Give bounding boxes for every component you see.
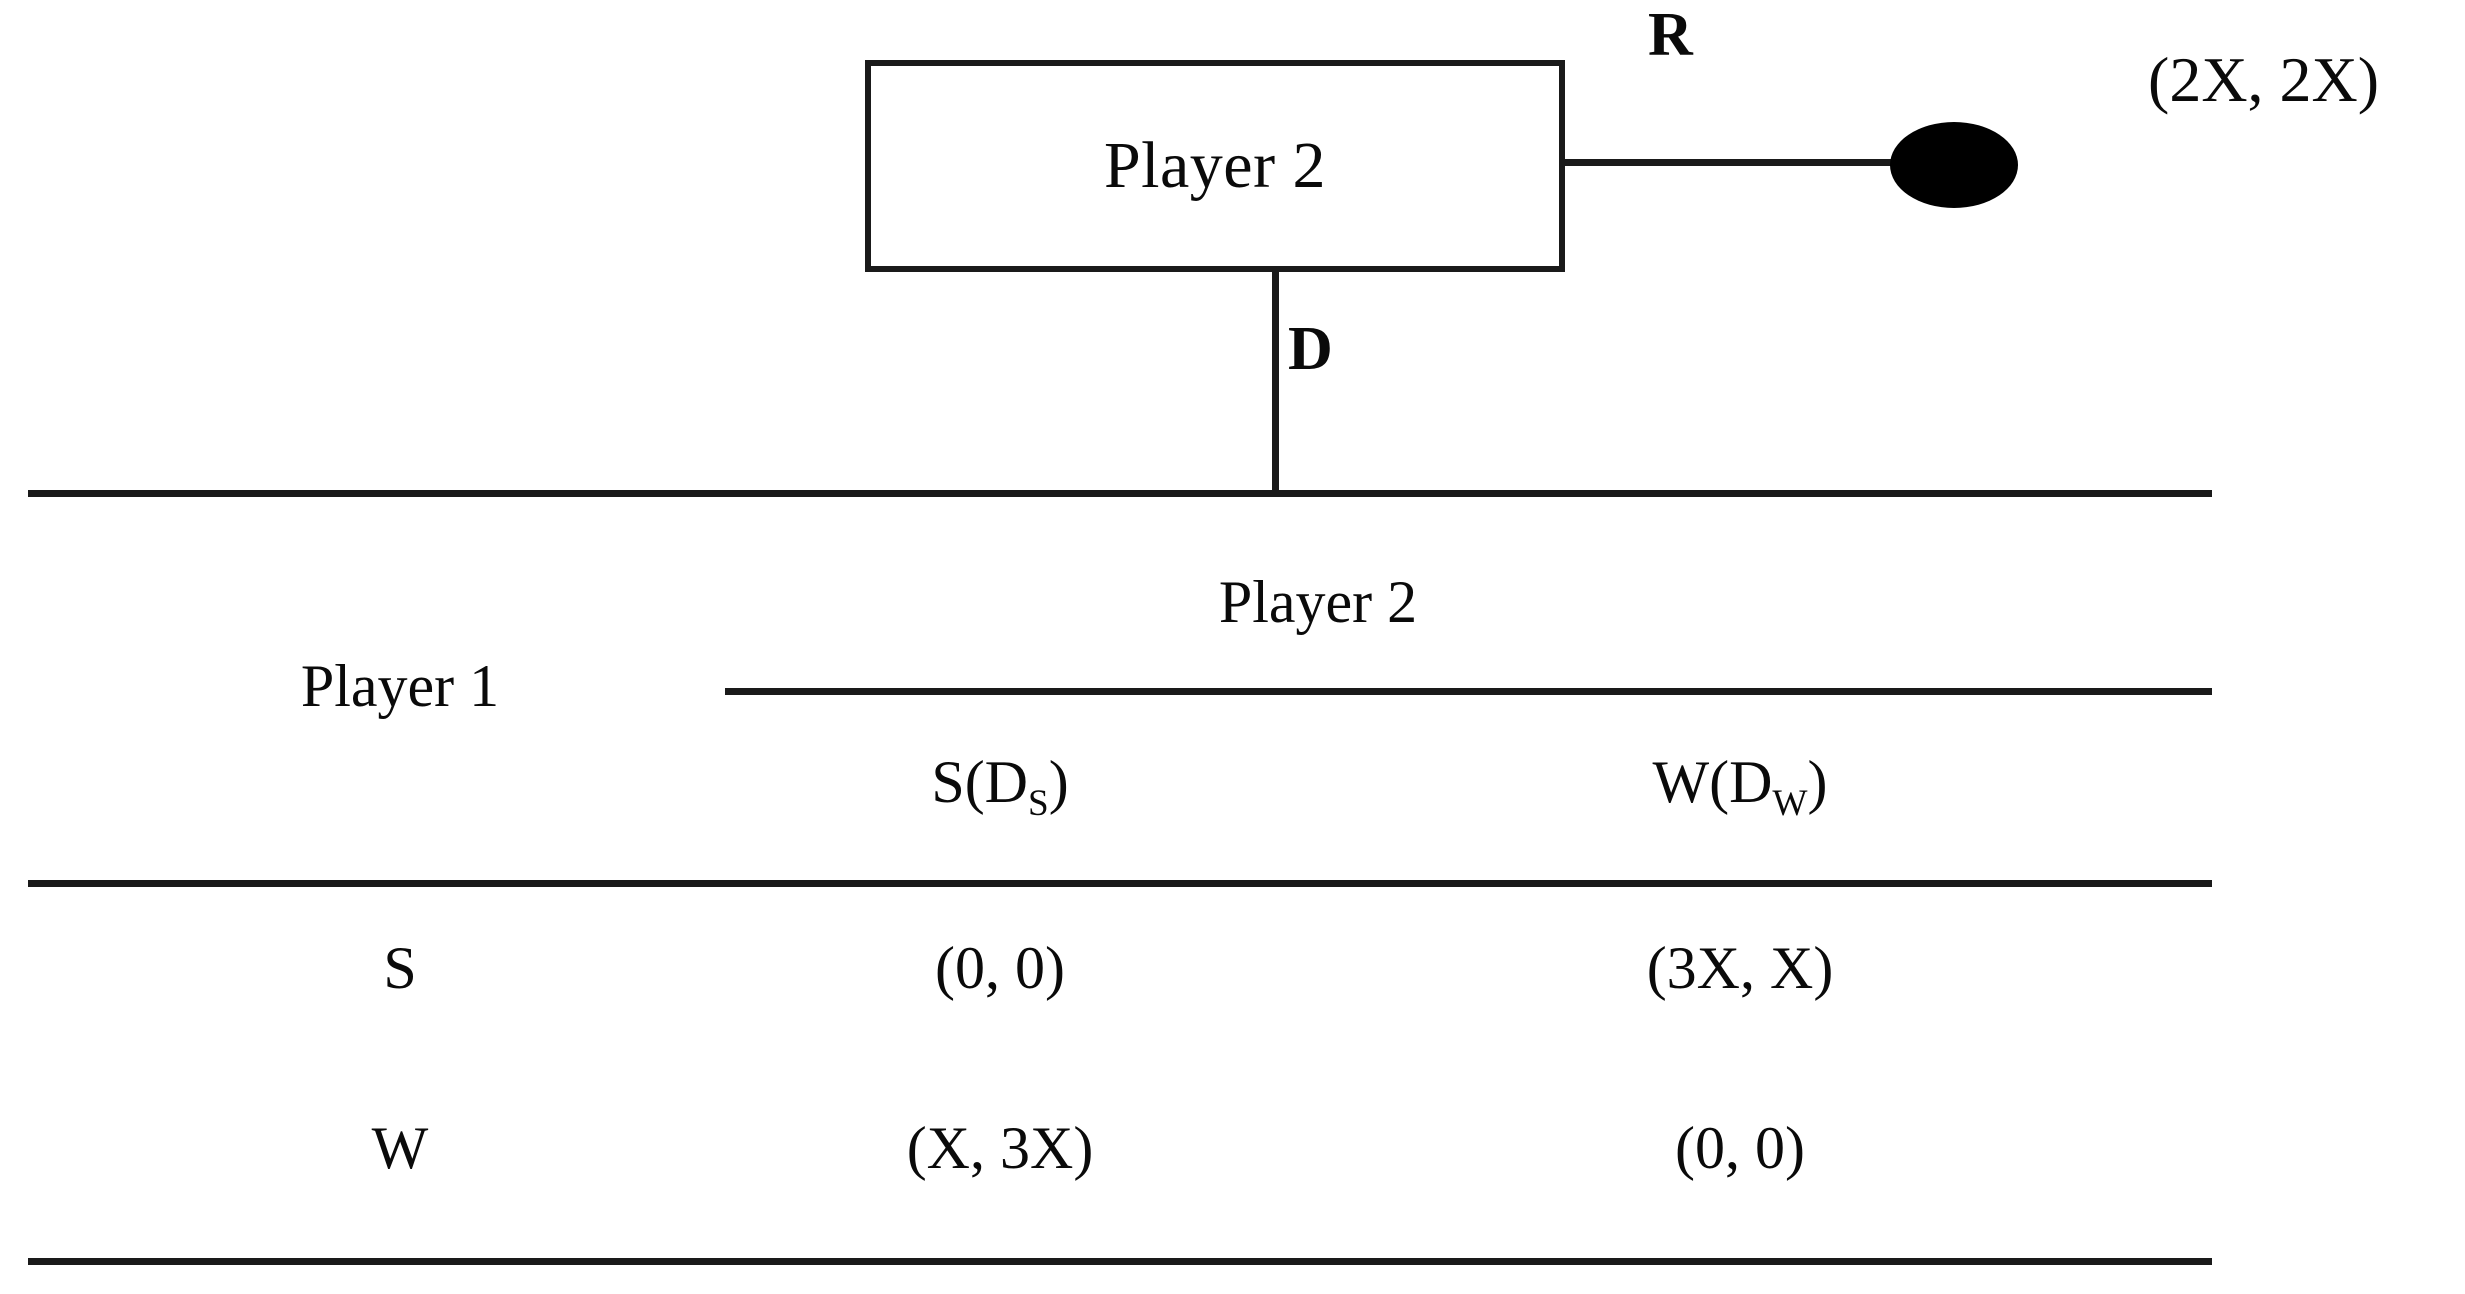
matrix-row-player-label: Player 1 [300, 653, 500, 719]
matrix-rule-bottom [28, 1258, 2212, 1265]
matrix-column-header-w-close: ) [1807, 749, 1828, 815]
matrix-row-header-w: W [371, 1115, 429, 1181]
branch-edge-down-D [1272, 272, 1279, 494]
branch-label-R: R [1648, 1, 1693, 69]
matrix-rule-header-bottom [28, 880, 2212, 887]
matrix-column-header-w-subscript: W [1772, 783, 1808, 824]
matrix-column-header-w: W(DW) [1652, 749, 1828, 822]
matrix-cell-w-s: (X, 3X) [906, 1115, 1094, 1181]
terminal-node-icon [1890, 122, 2018, 208]
matrix-row-header-s: S [383, 935, 417, 1001]
matrix-column-player-label: Player 2 [1218, 569, 1418, 635]
terminal-payoff-label: (2X, 2X) [2148, 44, 2380, 115]
player2-decision-node-box: Player 2 [865, 60, 1565, 272]
matrix-column-header-s-main: S(D [931, 749, 1029, 815]
matrix-cell-s-w: (3X, X) [1646, 935, 1834, 1001]
matrix-cell-w-w: (0, 0) [1675, 1115, 1805, 1181]
branch-label-D: D [1288, 315, 1333, 383]
matrix-column-header-s-subscript: S [1028, 783, 1049, 824]
player2-decision-node-label: Player 2 [1103, 129, 1327, 202]
matrix-rule-column-spanner [725, 688, 2212, 695]
matrix-column-header-s-close: ) [1048, 749, 1069, 815]
matrix-cell-s-s: (0, 0) [935, 935, 1065, 1001]
matrix-column-header-s: S(DS) [931, 749, 1069, 822]
matrix-column-header-w-main: W(D [1652, 749, 1773, 815]
branch-edge-right-R [1565, 159, 1895, 166]
matrix-rule-top [28, 490, 2212, 497]
